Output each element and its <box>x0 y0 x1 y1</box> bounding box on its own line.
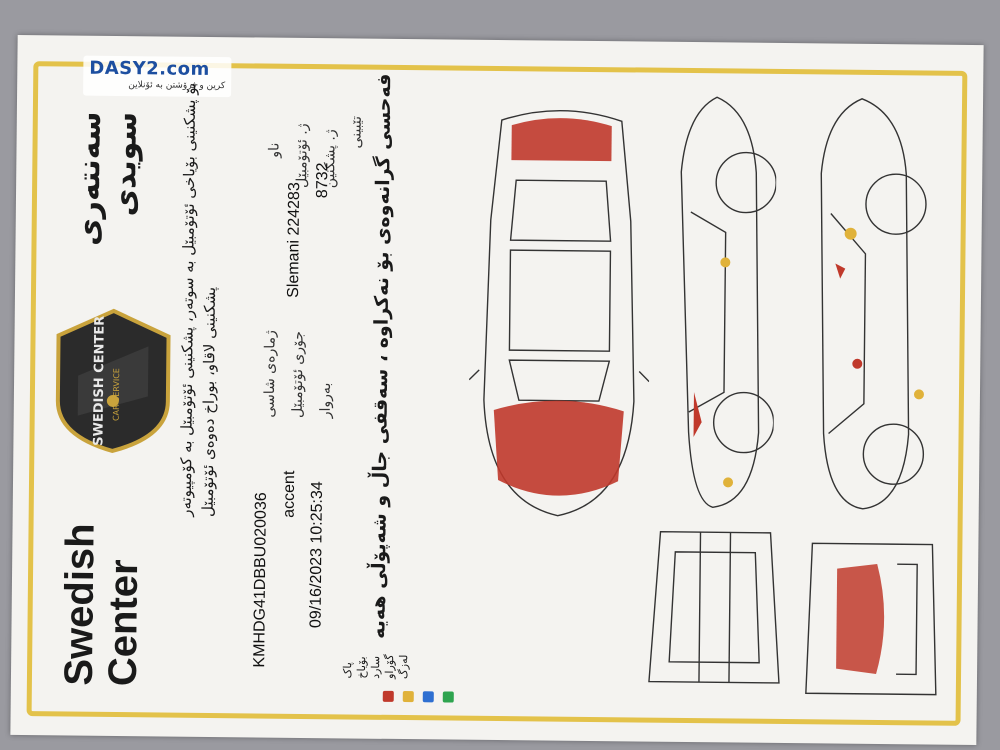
dasy2-watermark: DASY2.com کرین و فرۆشتن بە ئۆنلاین <box>83 55 232 98</box>
chassis-value: KMHDG41DBBU020036 <box>251 492 270 668</box>
brand-en-line2: Center <box>100 559 147 687</box>
car-front-view-diagram <box>648 531 780 684</box>
legend-label-cold: سارد <box>368 655 383 679</box>
legend-dot-changed <box>422 691 434 703</box>
watermark-logo: DASY2.com <box>89 57 210 80</box>
inspection-sheet: DASY2.com کرین و فرۆشتن بە ئۆنلاین Swedi… <box>10 34 984 746</box>
date-label: بەروار <box>317 382 335 419</box>
legend-dot-paint <box>382 690 394 702</box>
car-no-label: ژ. ئۆتۆمبێل <box>294 123 311 189</box>
legend-header: پاک <box>340 662 355 679</box>
model-value: accent <box>280 470 299 518</box>
description-line2: پشکنینی لاقاو، بوراخ دەوەی ئۆتۆمبێل <box>198 286 220 518</box>
car-side-view-left-diagram <box>680 96 777 508</box>
emblem-sub: CAR SERVICE <box>111 368 122 422</box>
brand-name-ku: سەنتەری سویدی <box>71 111 144 246</box>
legend-label-paint: بۆیاخ <box>354 656 369 679</box>
brand-ku-line2: سویدی <box>107 111 144 217</box>
legend-label-changed: گۆراو <box>382 654 397 679</box>
date-value: 09/16/2023 10:25:34 <box>307 481 327 629</box>
brand-en-line1: Swedish <box>56 523 103 686</box>
name-label: ناو <box>266 142 283 158</box>
car-top-view-diagram <box>468 109 650 517</box>
legend-dot-cold <box>402 691 414 703</box>
legend-dot-scratch <box>442 691 454 703</box>
note-title: تێبینی <box>348 115 365 149</box>
car-side-view-right-diagram <box>820 98 927 510</box>
check-no-value: 8732 <box>313 162 332 199</box>
car-rear-view-diagram <box>805 542 937 696</box>
brand-name-en: Swedish Center <box>57 523 147 686</box>
brand-ku-line1: سەنتەری <box>71 111 108 246</box>
name-value: Slemani 224283 <box>284 182 304 298</box>
swedish-center-emblem-icon <box>55 308 171 454</box>
watermark-tagline: کرین و فرۆشتن بە ئۆنلاین <box>128 80 226 92</box>
model-label: جۆری ئۆتۆمبێل <box>289 330 307 418</box>
emblem-text: SWEDISH CENTER <box>91 315 108 446</box>
legend-label-scratch: لەزگ <box>396 654 411 680</box>
chassis-label: ژمارەی شاسی <box>261 330 279 418</box>
